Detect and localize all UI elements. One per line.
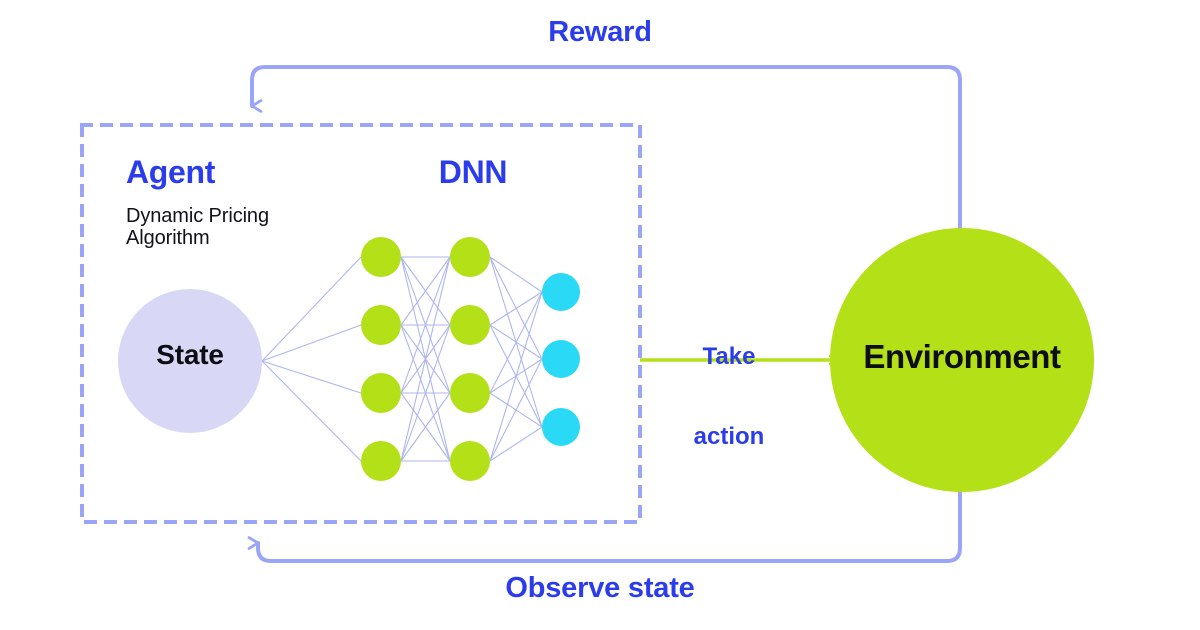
dnn-title: DNN: [438, 154, 508, 190]
neuron-node: [361, 237, 401, 277]
neuron-node: [361, 305, 401, 345]
reward-label: Reward: [548, 16, 652, 48]
output-node: [542, 340, 580, 378]
reward-flow-arrow: [250, 65, 962, 262]
neuron-node: [450, 441, 490, 481]
take-action-line-2: action: [693, 423, 765, 451]
environment-label: Environment: [863, 338, 1061, 375]
neuron-node: [450, 305, 490, 345]
output-node: [542, 408, 580, 446]
environment-circle: [830, 228, 1094, 492]
neuron-node: [450, 373, 490, 413]
edges-layer1-to-layer2: [400, 256, 451, 462]
take-action-label: Take action: [629, 290, 829, 505]
neuron-node: [361, 373, 401, 413]
neuron-node: [450, 237, 490, 277]
state-circle: [118, 289, 262, 433]
agent-boundary-box: [80, 123, 642, 524]
agent-title: Agent: [126, 154, 216, 190]
output-node: [542, 273, 580, 311]
output-layer-nodes: [542, 273, 580, 446]
observe-state-flow-arrow: [247, 458, 962, 563]
take-action-line-1: Take: [702, 342, 756, 370]
neuron-node: [361, 441, 401, 481]
hidden-layer-1-nodes: [361, 237, 401, 481]
edges-layer2-to-output: [489, 256, 543, 462]
state-label: State: [156, 339, 224, 370]
agent-subtitle: Dynamic Pricing Algorithm: [126, 205, 269, 250]
edges-state-to-layer1: [261, 256, 362, 462]
observe-state-label: Observe state: [505, 572, 695, 604]
hidden-layer-2-nodes: [450, 237, 490, 481]
